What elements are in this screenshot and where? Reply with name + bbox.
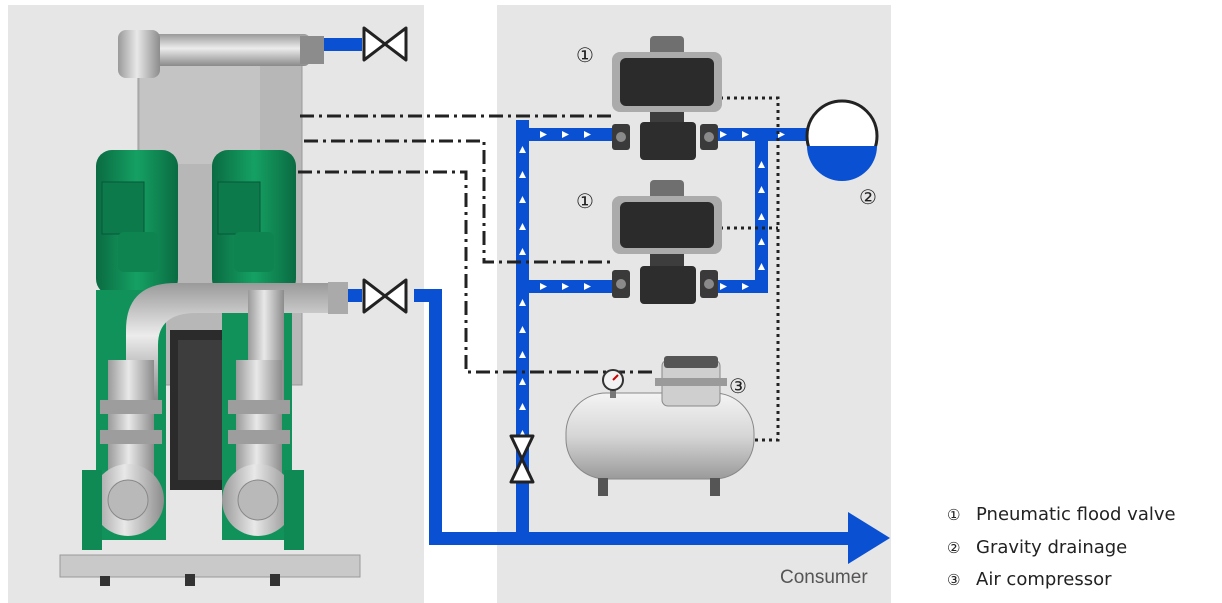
consumer-label: Consumer xyxy=(780,567,868,588)
callout-actuator-top: ① xyxy=(576,43,594,67)
consumer-flow-arrow xyxy=(848,512,890,564)
flow-arrows xyxy=(519,131,785,437)
pneumatic-actuator-icon xyxy=(612,36,722,304)
legend-marker-1: ① xyxy=(947,506,960,524)
air-lines xyxy=(720,96,780,442)
butterfly-valve-icon xyxy=(362,26,535,484)
drainage-tank-icon xyxy=(805,99,879,181)
callout-drainage: ② xyxy=(859,185,877,209)
control-lines xyxy=(298,114,655,374)
legend-marker-2: ② xyxy=(947,539,960,557)
legend-text-2: Gravity drainage xyxy=(976,537,1127,558)
legend-text-1: Pneumatic flood valve xyxy=(976,504,1176,525)
callout-compressor: ③ xyxy=(729,374,747,398)
air-compressor-icon xyxy=(565,356,755,496)
legend-text-3: Air compressor xyxy=(976,569,1112,590)
legend-marker-3: ③ xyxy=(947,571,960,589)
callout-actuator-bottom: ① xyxy=(576,189,594,213)
legend: ① Pneumatic flood valve ② Gravity draina… xyxy=(947,504,1176,590)
booster-pump-unit-photo xyxy=(59,30,361,586)
